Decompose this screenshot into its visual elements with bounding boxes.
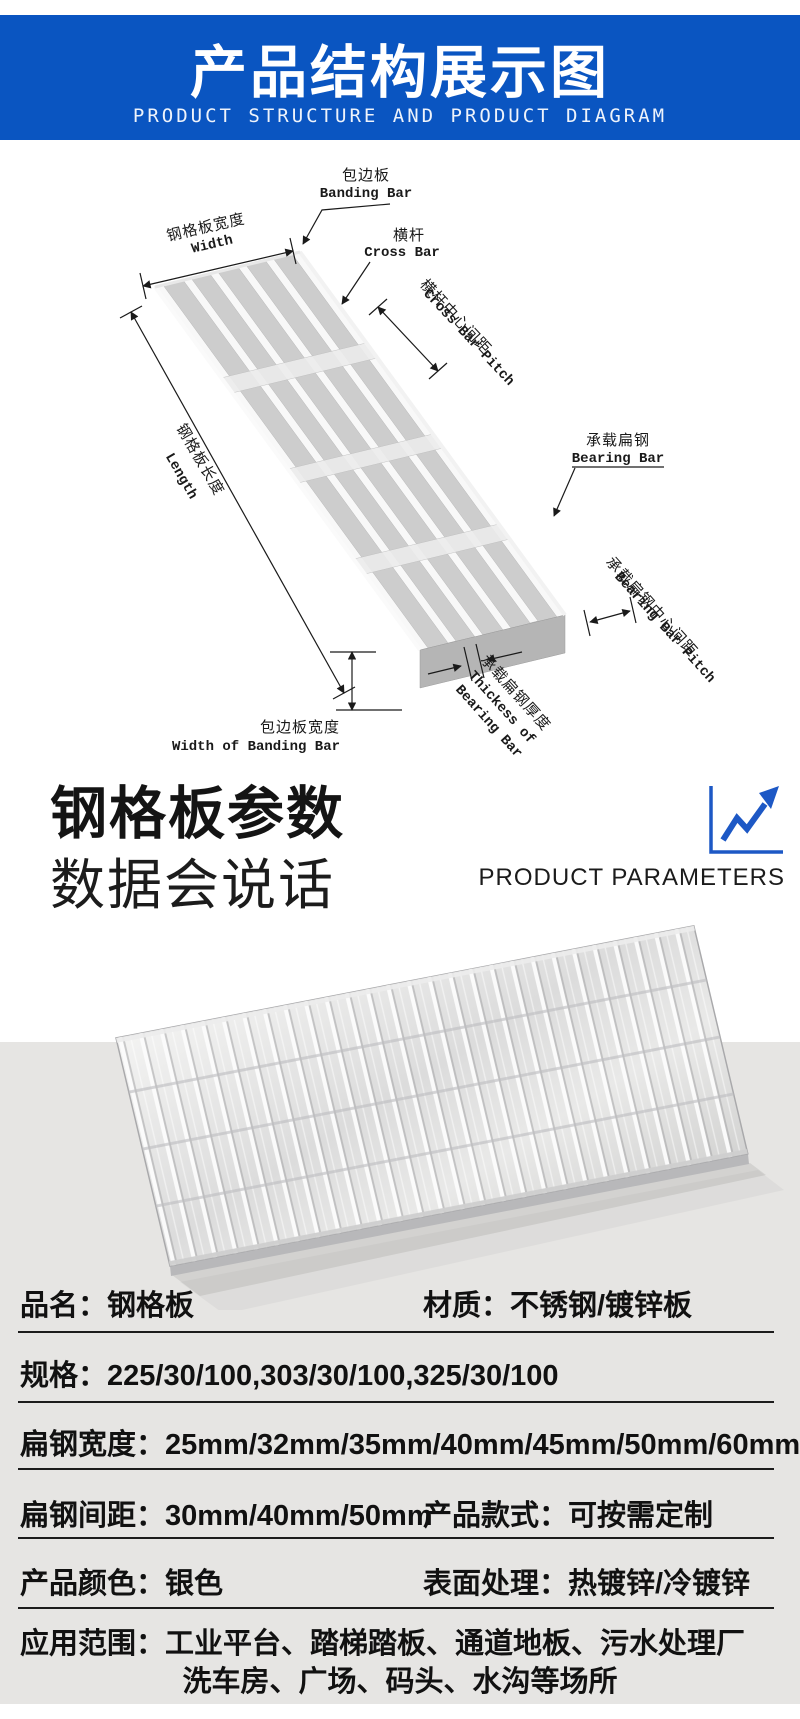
bearing-bar-pitch-dimension: 承载扁钢中心间距 Bearing Bar Pitch bbox=[583, 554, 718, 687]
spec-material: 材质：不锈钢/镀锌板 bbox=[423, 1290, 693, 1322]
params-title-en: PRODUCT PARAMETERS bbox=[478, 864, 785, 891]
cross-bar-en: Cross Bar bbox=[364, 245, 440, 261]
spec-size: 规格：225/30/100,303/30/100,325/30/100 bbox=[20, 1360, 559, 1392]
spec-application-line1: 应用范围：工业平台、踏梯踏板、通道地板、污水处理厂 bbox=[20, 1628, 746, 1660]
banding-bar-cn: 包边板 bbox=[342, 166, 390, 184]
spec-product-style: 产品款式：可按需定制 bbox=[423, 1500, 714, 1532]
bearing-bar-label: 承载扁钢 Bearing Bar bbox=[553, 432, 664, 517]
spec-surface-treatment: 表面处理：热镀锌/冷镀锌 bbox=[423, 1568, 751, 1600]
table-row: 扁钢宽度：25mm/32mm/35mm/40mm/45mm/50mm/60mm bbox=[0, 1421, 800, 1461]
cross-bar-label: 横杆 Cross Bar bbox=[341, 227, 440, 305]
banding-bar-en: Banding Bar bbox=[320, 186, 412, 202]
table-row: 规格：225/30/100,303/30/100,325/30/100 bbox=[0, 1352, 800, 1392]
page-header: 产品结构展示图 PRODUCT STRUCTURE AND PRODUCT DI… bbox=[0, 15, 800, 140]
spec-flat-bar-width: 扁钢宽度：25mm/32mm/35mm/40mm/45mm/50mm/60mm bbox=[20, 1429, 800, 1461]
divider bbox=[18, 1468, 774, 1470]
divider bbox=[18, 1537, 774, 1539]
cross-bar-pitch-dimension: 横杆中心间距 Cross Bar Pitch bbox=[368, 276, 517, 389]
table-row: 扁钢间距：30mm/40mm/50mm 产品款式：可按需定制 bbox=[0, 1492, 800, 1532]
spec-application-line2: 洗车房、广场、码头、水沟等场所 bbox=[182, 1666, 618, 1698]
bearing-bar-en: Bearing Bar bbox=[572, 451, 664, 467]
bearing-bar-pitch-en: Bearing Bar Pitch bbox=[610, 570, 717, 687]
product-photo-grating bbox=[115, 924, 784, 1310]
divider bbox=[18, 1401, 774, 1403]
growth-chart-icon bbox=[709, 786, 783, 854]
banding-bar-width-dimension: 包边板宽度 Width of Banding Bar bbox=[172, 651, 402, 755]
table-row: 应用范围：工业平台、踏梯踏板、通道地板、污水处理厂 bbox=[0, 1620, 800, 1660]
cross-bar-cn: 横杆 bbox=[393, 227, 425, 244]
spec-flat-bar-spacing: 扁钢间距：30mm/40mm/50mm bbox=[20, 1500, 433, 1532]
divider bbox=[18, 1331, 774, 1333]
spec-product-color: 产品颜色：银色 bbox=[20, 1568, 224, 1600]
bearing-bar-cn: 承载扁钢 bbox=[586, 432, 650, 449]
structure-diagram: 钢格板宽度 Width 包边板 Banding Bar 横杆 Cross Bar… bbox=[119, 166, 718, 762]
table-row: 产品颜色：银色 表面处理：热镀锌/冷镀锌 bbox=[0, 1560, 800, 1600]
banding-bar-width-cn: 包边板宽度 bbox=[260, 718, 340, 736]
params-subtitle-cn: 数据会说话 bbox=[50, 854, 336, 916]
divider bbox=[18, 1607, 774, 1609]
banding-bar-label: 包边板 Banding Bar bbox=[302, 166, 412, 245]
table-row: 品名：钢格板 材质：不锈钢/镀锌板 bbox=[0, 1282, 800, 1322]
page-title: 产品结构展示图 bbox=[190, 41, 610, 105]
page-subtitle: PRODUCT STRUCTURE AND PRODUCT DIAGRAM bbox=[132, 105, 668, 127]
bottom-white-strip bbox=[0, 1704, 800, 1719]
banding-bar-width-en: Width of Banding Bar bbox=[172, 739, 340, 755]
params-title-cn: 钢格板参数 bbox=[50, 782, 345, 846]
spec-product-name: 品名：钢格板 bbox=[20, 1290, 195, 1322]
